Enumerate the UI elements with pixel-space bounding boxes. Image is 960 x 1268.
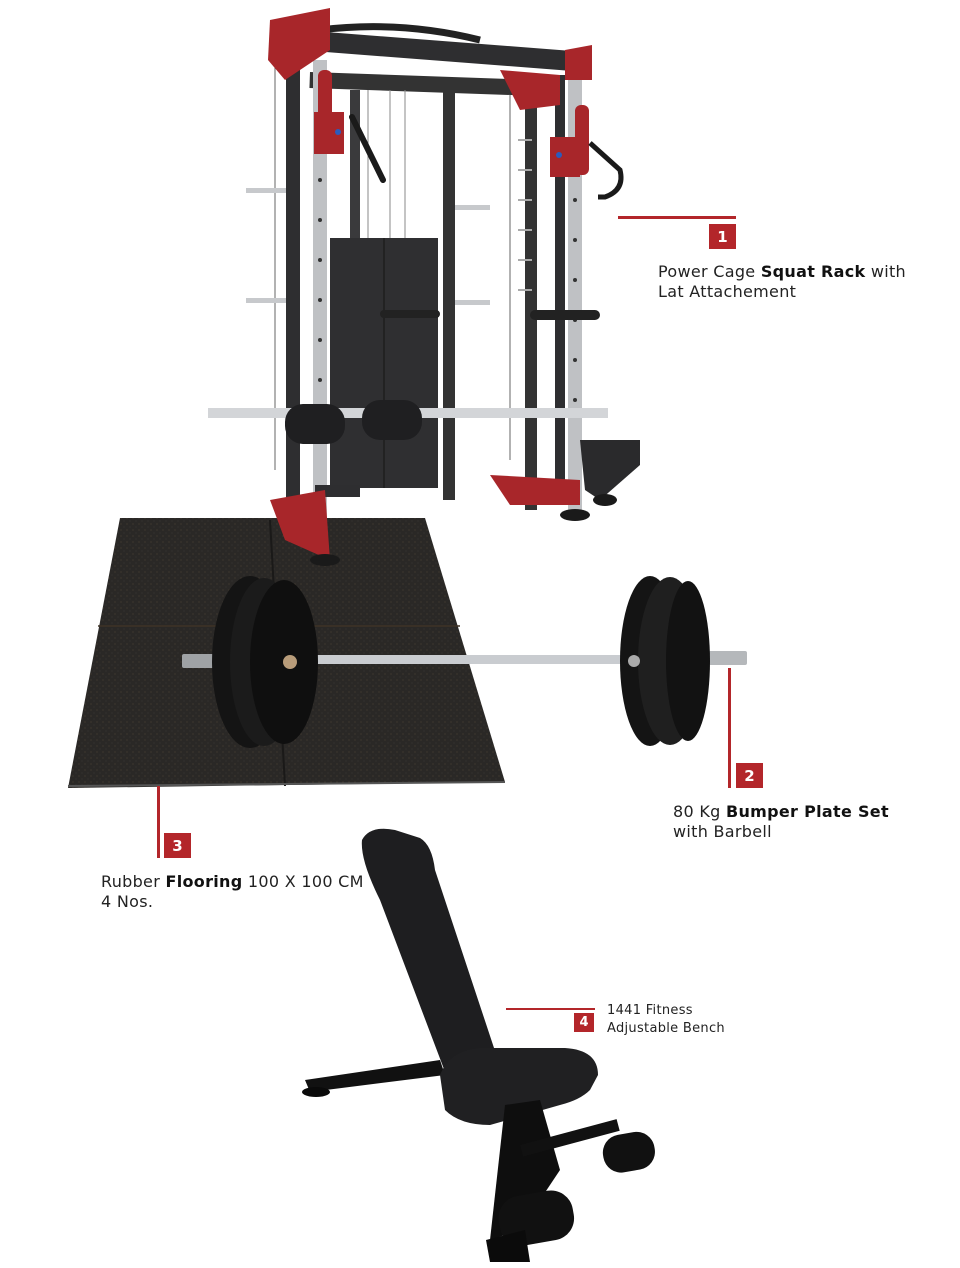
callout-2-line2: with Barbell [673,822,772,841]
callout-3-label: Rubber Flooring 100 X 100 CM 4 Nos. [101,872,381,912]
callout-4-label: 1441 Fitness Adjustable Bench [607,1002,807,1038]
callout-2-leader-line [728,668,731,788]
callout-1-text: Power Cage [658,262,761,281]
callout-4-leader-line [506,1008,595,1010]
callout-1-text-after: with [865,262,906,281]
callout-3-text-after: 100 X 100 CM [242,872,364,891]
callout-3-text: Rubber [101,872,166,891]
callout-1-bold: Squat Rack [760,262,866,281]
callout-1-leader-line [618,216,736,219]
callout-2-text: 80 Kg [673,802,726,821]
callout-3-leader-line [157,786,160,858]
callout-2-bold: Bumper Plate Set [725,802,889,821]
callout-2-label: 80 Kg Bumper Plate Set with Barbell [673,802,933,842]
callout-1-number-badge: 1 [709,224,736,249]
callout-3-line2: 4 Nos. [101,892,154,911]
callout-1-label: Power Cage Squat Rack with Lat Attacheme… [658,262,948,302]
callout-3-number-badge: 3 [164,833,191,858]
callout-2-number-badge: 2 [736,763,763,788]
callout-4-number-badge: 4 [574,1013,594,1032]
callout-1-line2: Lat Attachement [658,282,797,301]
callout-4-line2: Adjustable Bench [607,1021,725,1036]
callout-3-bold: Flooring [165,872,243,891]
callout-4-line1: 1441 Fitness [607,1003,693,1018]
